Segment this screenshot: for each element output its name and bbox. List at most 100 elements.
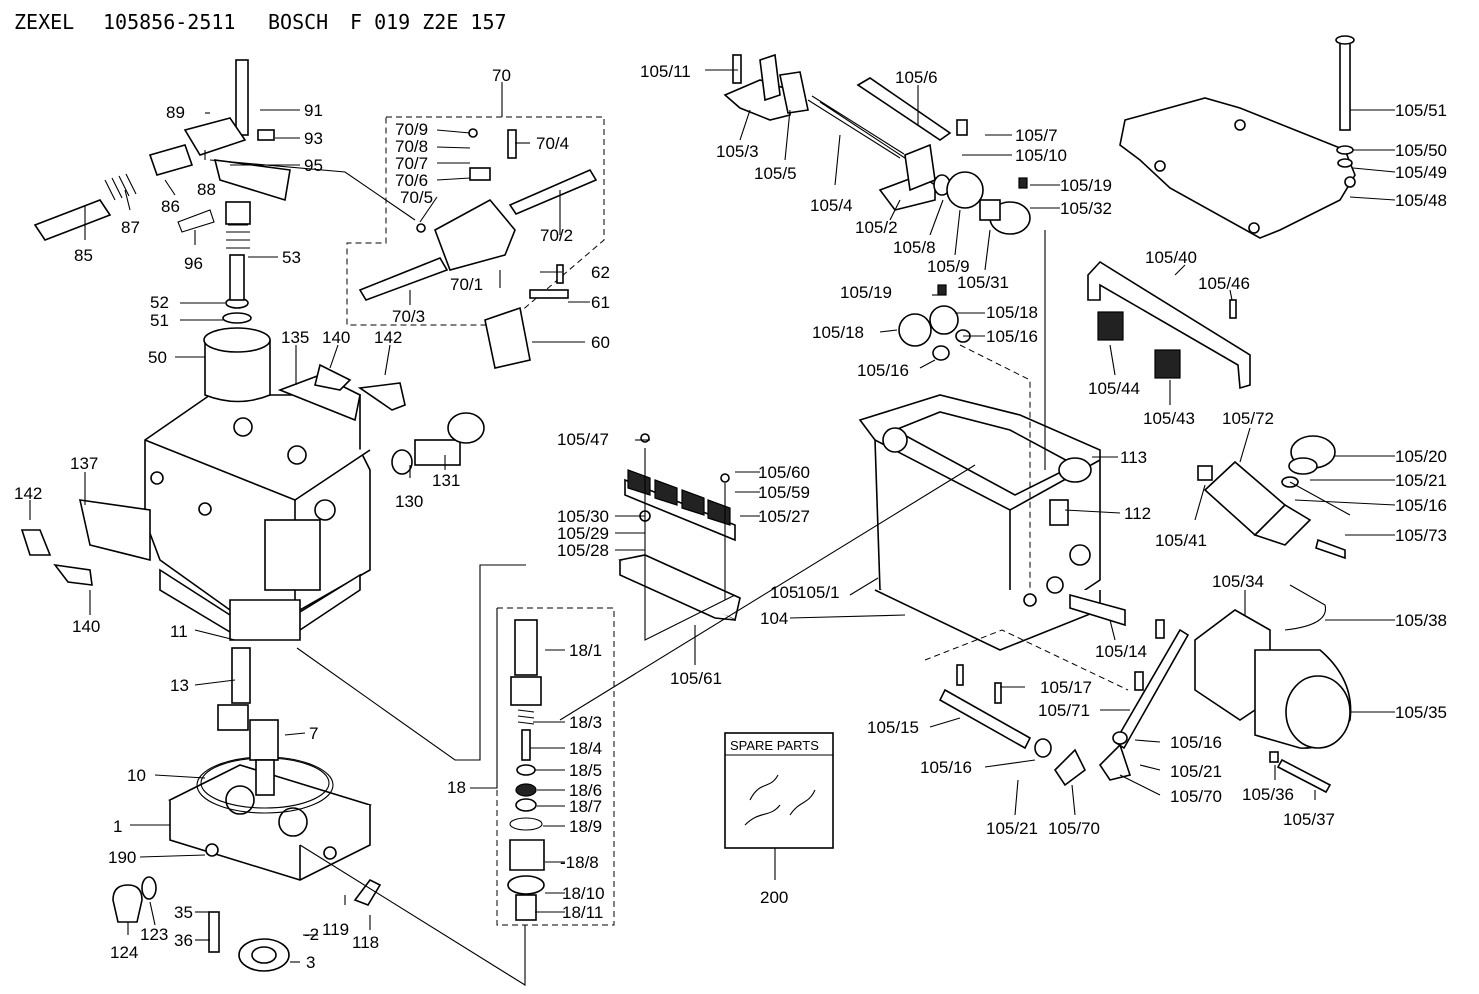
part-label: 18/5	[569, 761, 602, 780]
part-label: 18/4	[569, 739, 602, 758]
part-label: 105/41	[1155, 531, 1207, 550]
part-label: 124	[110, 943, 138, 962]
part-label: 105/2	[855, 218, 898, 237]
part-label: 88	[197, 180, 216, 199]
part-label: 105/17	[1040, 678, 1092, 697]
solenoid-assembly	[33, 59, 291, 403]
part-label: 70/9	[395, 120, 428, 139]
part-label: 70	[492, 66, 511, 85]
part-label: 105/16	[857, 361, 909, 380]
part-label: 53	[282, 248, 301, 267]
part-label: 1	[113, 817, 122, 836]
group-70-parts	[358, 128, 598, 301]
spare-parts-box: SPARE PARTS	[724, 732, 834, 880]
part-label: 105/9	[927, 257, 970, 276]
group-70-outline	[346, 116, 605, 326]
part-label: 85	[74, 246, 93, 265]
bottom-fittings	[112, 876, 382, 972]
part-label: 142	[374, 328, 402, 347]
part-label: 51	[150, 311, 169, 330]
part-label: 105	[770, 583, 798, 602]
part-label: 61	[591, 293, 610, 312]
part-label: 105/18	[812, 323, 864, 342]
part-label: 119	[322, 920, 349, 939]
header-part-code: F 019 Z2E 157	[350, 10, 507, 34]
part-label: 140	[322, 328, 350, 347]
part-label: 105/70	[1170, 787, 1222, 806]
part-label: 70/3	[392, 307, 425, 326]
part-label: 131	[432, 471, 460, 490]
spare-parts-bag-icon	[744, 774, 816, 826]
part-label: 105/72	[1222, 409, 1274, 428]
part-label: 105/7	[1015, 126, 1058, 145]
part-label: 105/21	[1395, 471, 1447, 490]
header-maker: ZEXEL	[14, 10, 74, 34]
part-label: 70/5	[400, 188, 433, 207]
plate-95	[213, 159, 291, 202]
gears-105-18	[898, 284, 971, 361]
motor-105-35	[1194, 584, 1352, 794]
group-18-parts	[507, 619, 545, 921]
part-label: 105/38	[1395, 611, 1447, 630]
part-label: 18/6	[569, 781, 602, 800]
part-label: 50	[148, 348, 167, 367]
part-label: 62	[591, 263, 610, 282]
part-label: 11	[170, 622, 188, 641]
part-label: 3	[306, 953, 315, 972]
part-label: 105/36	[1242, 785, 1294, 804]
part-label: 113	[1120, 448, 1147, 467]
part-label: 118	[352, 933, 379, 952]
part-label: 105/35	[1395, 703, 1447, 722]
bracket-105-72	[1197, 435, 1346, 560]
part-label: 89	[166, 103, 185, 122]
part-label: 105/49	[1395, 163, 1447, 182]
part-label: 105/30	[557, 507, 609, 526]
part-label: 112	[1124, 504, 1151, 523]
governor-linkage	[723, 53, 1031, 235]
part-label: 140	[72, 617, 100, 636]
spare-parts-number: 200	[760, 888, 788, 907]
part-label: -18/8	[560, 853, 599, 872]
part-label: 105/14	[1095, 642, 1147, 661]
part-labels: 1 3 -2 7 10 11 13 18 35 36 50 51 52 53 6…	[14, 62, 1447, 972]
connection-lines	[209, 159, 1351, 986]
part-label: 18/3	[569, 713, 602, 732]
part-label: 18/11	[562, 903, 603, 922]
diagram-header: ZEXEL 105856-2511 BOSCH F 019 Z2E 157	[14, 10, 507, 34]
part-label: 105/47	[557, 430, 609, 449]
part-label: 105/43	[1143, 409, 1195, 428]
part-label: 105/19	[1060, 176, 1112, 195]
part-label: 130	[395, 492, 423, 511]
cam-assembly	[618, 433, 741, 622]
part-label: 70/7	[395, 154, 428, 173]
part-label: 70/4	[536, 134, 569, 153]
part-label: 70/1	[450, 275, 483, 294]
parts-drawing: SPARE PARTS	[20, 35, 1356, 986]
part-label: 105/28	[557, 541, 609, 560]
part-label: 137	[70, 454, 98, 473]
part-label: 190	[108, 848, 136, 867]
part-label: 18/9	[569, 817, 602, 836]
part-label: 105/31	[957, 273, 1009, 292]
part-label: 105/8	[893, 238, 936, 257]
fitting-130-131	[391, 412, 485, 475]
part-label: 35	[174, 903, 193, 922]
part-label: 105/34	[1212, 572, 1264, 591]
part-label: 105/20	[1395, 447, 1447, 466]
part-label: 87	[121, 218, 140, 237]
part-label: 105/15	[867, 718, 919, 737]
group-18-outline	[496, 607, 615, 926]
header-number: 105856-2511	[103, 10, 235, 34]
part-label: 70/8	[395, 137, 428, 156]
part-label: 105/18	[986, 303, 1038, 322]
part-label: 105/37	[1283, 810, 1335, 829]
part-label: 105/6	[895, 68, 938, 87]
part-label: 105/48	[1395, 191, 1447, 210]
part-label: 105/73	[1395, 526, 1447, 545]
brackets-135-140-142	[20, 363, 406, 586]
part-label: 36	[174, 931, 193, 950]
part-label: 105/59	[758, 483, 810, 502]
part-label: 105/3	[716, 142, 759, 161]
